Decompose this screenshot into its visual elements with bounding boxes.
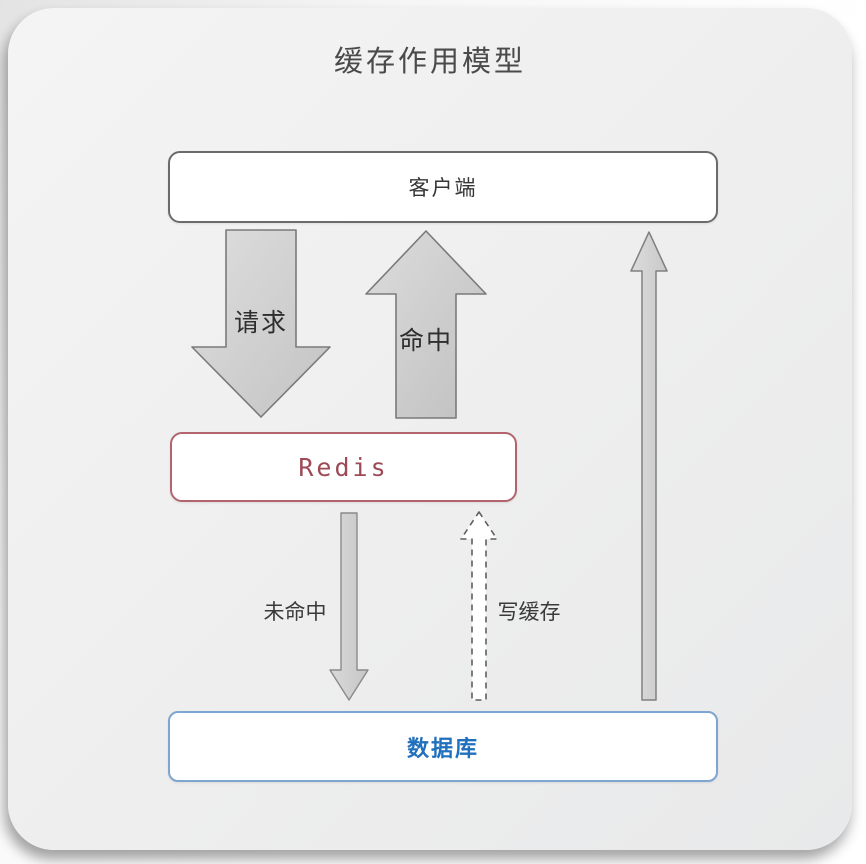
request-arrow-label: 请求	[233, 308, 288, 337]
diagram-title: 缓存作用模型	[333, 44, 526, 78]
database-return-arrow-up-icon	[630, 231, 668, 701]
node-database: 数据库	[168, 711, 718, 782]
node-database-label: 数据库	[406, 736, 479, 762]
node-client: 客户端	[168, 151, 718, 223]
hit-arrow-label: 命中	[398, 326, 453, 355]
request-block-arrow-down-icon	[191, 229, 331, 418]
node-client-label: 客户端	[408, 176, 478, 200]
diagram-card: 缓存作用模型 客户端 Redis 数据库	[8, 8, 852, 850]
write-cache-arrow-label: 写缓存	[497, 600, 561, 624]
node-redis-label: Redis	[298, 452, 389, 482]
miss-arrow-label: 未命中	[263, 600, 327, 624]
node-redis: Redis	[170, 432, 517, 502]
hit-block-arrow-up-icon	[365, 230, 487, 419]
write-cache-dashed-arrow-up-icon	[460, 511, 498, 701]
miss-arrow-down-icon	[329, 512, 369, 701]
